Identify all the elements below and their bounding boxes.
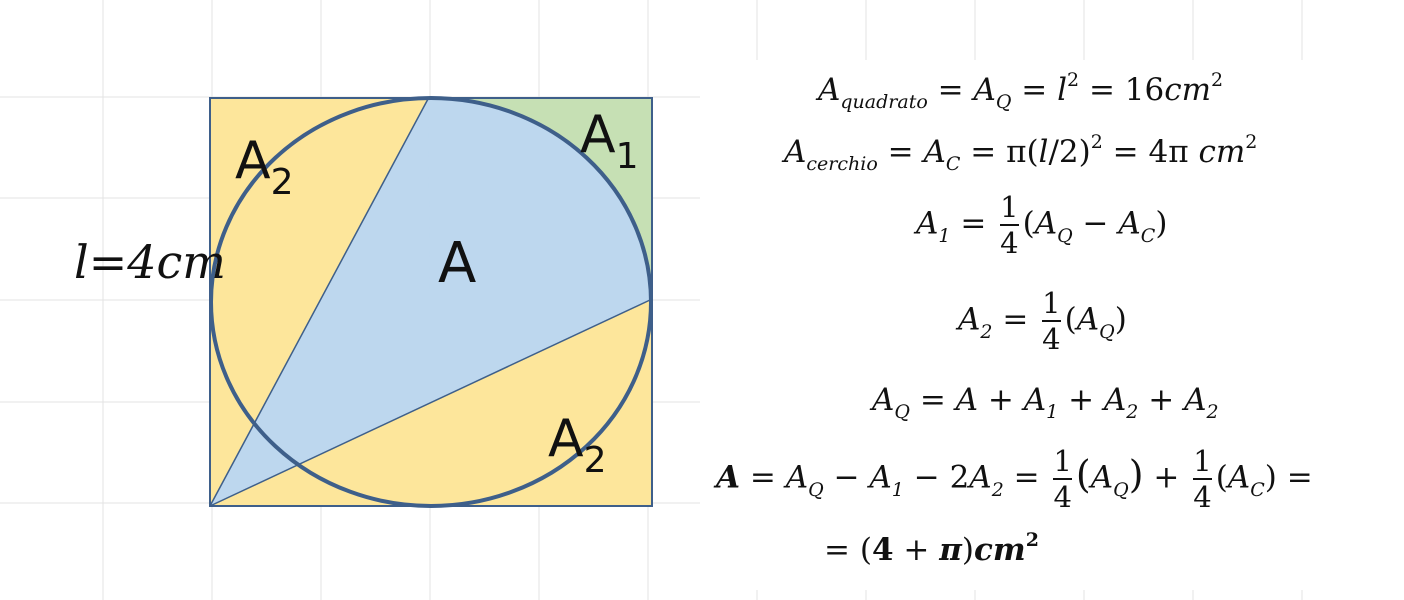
inscribed-circle bbox=[209, 96, 653, 508]
side-length-label: l=4cm bbox=[74, 235, 226, 289]
chord-right bbox=[209, 299, 651, 507]
region-a-arc bbox=[428, 98, 650, 300]
corner-a1-cutout bbox=[430, 98, 652, 300]
formula-final-value: = (4 + π)cm2 bbox=[824, 529, 1039, 568]
chord-top bbox=[209, 98, 429, 507]
geometry-diagram: l=4cm A A1 A2 A2 bbox=[74, 96, 653, 508]
region-a1-label: A1 bbox=[580, 105, 638, 177]
region-a2-bottom-label: A2 bbox=[548, 409, 606, 481]
formula-sum: AQ = A + A1 + A2 + A2 bbox=[872, 382, 1219, 423]
formula-circle-area: Acerchio = AC = π(l/2)2 = 4π cm2 bbox=[784, 131, 1258, 175]
region-a-label: A bbox=[438, 231, 476, 296]
formula-panel: Aquadrato = AQ = l2 = 16cm2 Acerchio = A… bbox=[700, 60, 1404, 590]
region-a2-top-label: A2 bbox=[235, 131, 293, 203]
formula-square-area: Aquadrato = AQ = l2 = 16cm2 bbox=[818, 69, 1224, 113]
